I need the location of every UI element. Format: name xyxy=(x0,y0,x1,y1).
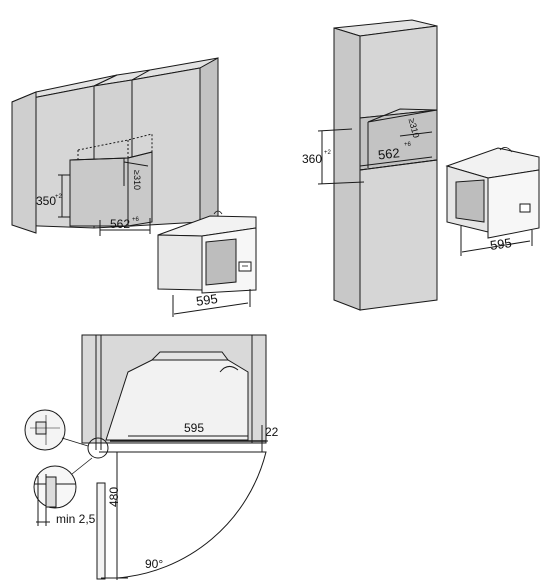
niche-height-tol: +2 xyxy=(324,150,332,156)
niche-width-tol: +6 xyxy=(404,142,412,148)
wall-cabinet-labels: 350 +2 562 +6 ≥310 xyxy=(36,170,142,231)
tall-cabinet-figure xyxy=(317,19,438,311)
niche-height-label: 360 xyxy=(302,152,322,166)
cutout-height-tol: +2 xyxy=(55,194,63,200)
cutout-width-label: 562 xyxy=(110,217,130,231)
plan-view-labels: 595 22 480 min 2,5 90° xyxy=(56,421,279,571)
door-depth-label: 480 xyxy=(107,487,121,507)
appliance-width-label-tl: 595 xyxy=(195,291,219,309)
depth-min-label: ≥310 xyxy=(132,170,142,190)
wall-cabinet-figure xyxy=(11,57,219,236)
cutout-height-label: 350 xyxy=(36,194,56,208)
appliance-width-label-tr: 595 xyxy=(489,235,513,253)
niche-width-label: 562 xyxy=(377,145,400,162)
niche-depth-min-label: ≥310 xyxy=(407,117,422,139)
front-offset-label: 22 xyxy=(265,425,279,439)
min-gap-label: min 2,5 xyxy=(56,512,96,526)
door-angle-label: 90° xyxy=(145,557,163,571)
appliance-top-left xyxy=(157,210,257,317)
appliance-top-right xyxy=(445,147,540,256)
plan-appliance-width-label: 595 xyxy=(184,421,204,435)
plan-view-figure xyxy=(24,334,268,580)
tall-cabinet-labels: 360 +2 562 +6 ≥310 xyxy=(302,117,421,166)
cutout-width-tol: +6 xyxy=(132,217,140,223)
